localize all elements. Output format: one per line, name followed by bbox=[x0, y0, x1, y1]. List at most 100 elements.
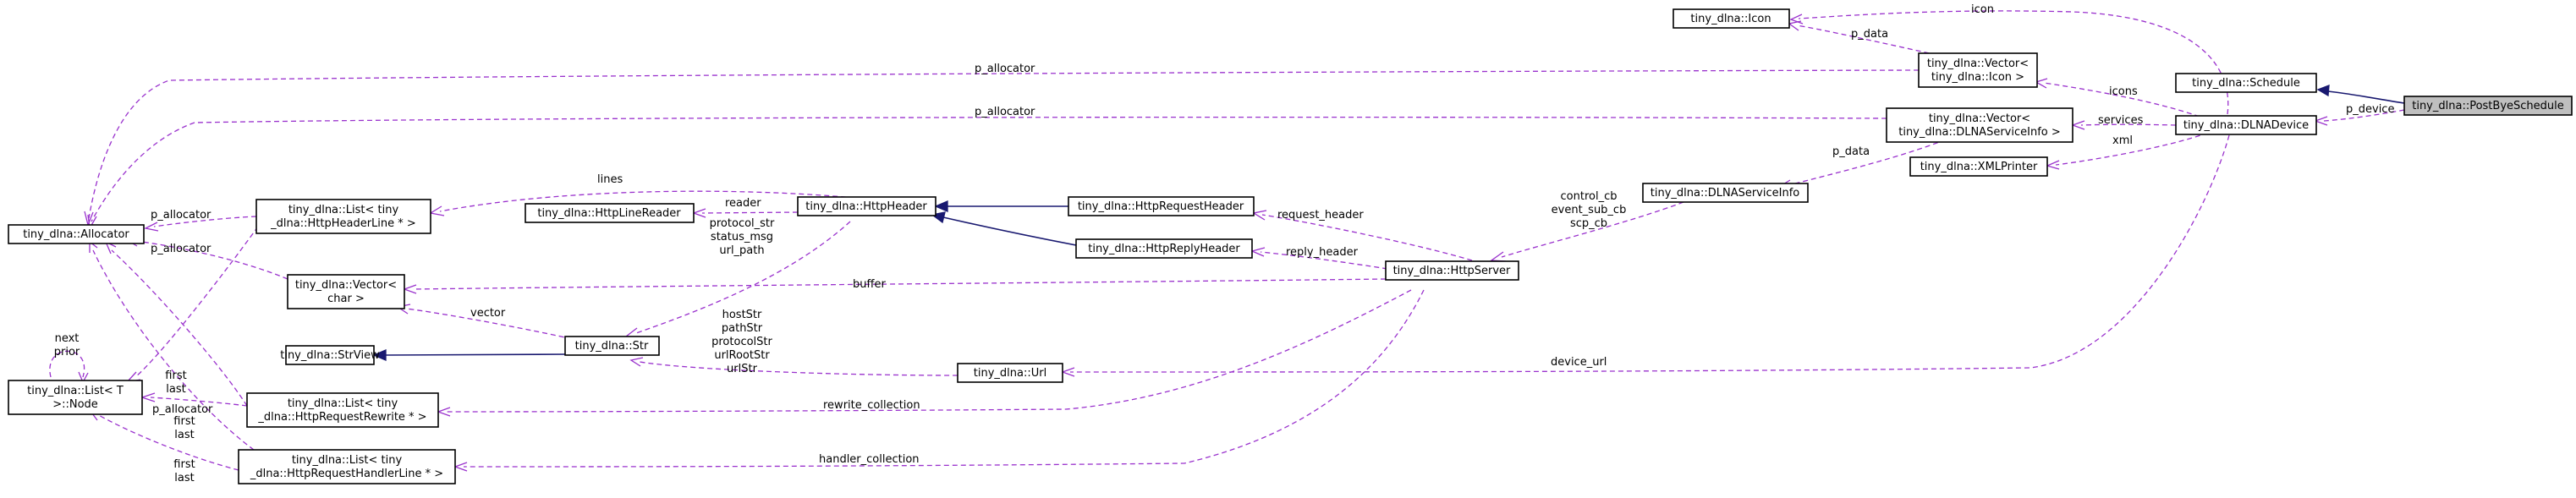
edge-label-rewrite-collection: rewrite_collection bbox=[823, 399, 920, 412]
svg-text:tiny_dlna::Icon >: tiny_dlna::Icon > bbox=[1931, 71, 2024, 84]
svg-text:tiny_dlna::Vector<: tiny_dlna::Vector< bbox=[1927, 57, 2029, 70]
node-dlnadevice[interactable]: tiny_dlna::DLNADevice bbox=[2175, 115, 2317, 135]
edge-label-urlstr: urlStr bbox=[727, 363, 758, 375]
svg-text:tiny_dlna::Vector<: tiny_dlna::Vector< bbox=[295, 279, 397, 292]
edge-label-first-handler: first bbox=[173, 458, 195, 471]
edge-httpserver-list-rewrite: rewrite_collection bbox=[437, 289, 1412, 417]
edge-vectorchar-allocator: p_allocator bbox=[125, 236, 288, 280]
edge-httpserver-list-handler: handler_collection bbox=[453, 289, 1425, 472]
node-httprequestheader[interactable]: tiny_dlna::HttpRequestHeader bbox=[1068, 196, 1255, 216]
node-strview[interactable]: tiny_dlna::StrView bbox=[280, 345, 380, 365]
edge-label-pathstr: pathStr bbox=[722, 322, 763, 335]
node-url[interactable]: tiny_dlna::Url bbox=[957, 363, 1063, 383]
node-httpheader[interactable]: tiny_dlna::HttpHeader bbox=[797, 196, 936, 216]
node-list-rewrite[interactable]: tiny_dlna::List< tiny _dlna::HttpRequest… bbox=[246, 392, 439, 428]
svg-text:tiny_dlna::List< tiny: tiny_dlna::List< tiny bbox=[292, 454, 403, 467]
node-list-node[interactable]: tiny_dlna::List< T >::Node bbox=[8, 380, 143, 415]
edge-list-rewrite-node: first last bbox=[140, 392, 248, 441]
edge-httpserver-replyheader: reply_header bbox=[1250, 246, 1388, 270]
edge-label-p-allocator-char: p_allocator bbox=[151, 243, 211, 255]
svg-text:tiny_dlna::Schedule: tiny_dlna::Schedule bbox=[2192, 77, 2300, 90]
node-vector-icon[interactable]: tiny_dlna::Vector< tiny_dlna::Icon > bbox=[1918, 52, 2038, 88]
edge-label-xml: xml bbox=[2112, 134, 2133, 147]
edge-node-self: next prior bbox=[49, 332, 89, 384]
edge-str-strview bbox=[372, 349, 566, 361]
edge-label-device-url: device_url bbox=[1551, 356, 1607, 369]
edge-label-vector: vector bbox=[470, 307, 506, 320]
svg-text:tiny_dlna::StrView: tiny_dlna::StrView bbox=[280, 349, 380, 362]
edge-list-headerline-node: first last bbox=[125, 226, 259, 396]
node-list-headerline[interactable]: tiny_dlna::List< tiny _dlna::HttpHeaderL… bbox=[255, 199, 431, 234]
edge-label-url-path: url_path bbox=[719, 244, 764, 257]
svg-text:tiny_dlna::List< tiny: tiny_dlna::List< tiny bbox=[288, 397, 398, 410]
edge-label-event-sub-cb: event_sub_cb bbox=[1552, 204, 1627, 216]
svg-text:_dlna::HttpRequestRewrite * >: _dlna::HttpRequestRewrite * > bbox=[257, 411, 426, 424]
edges: p_device icon icons services xml bbox=[49, 3, 2405, 484]
edge-dlnadevice-url: device_url bbox=[1061, 134, 2230, 377]
svg-text:tiny_dlna::Allocator: tiny_dlna::Allocator bbox=[23, 228, 129, 241]
edge-label-p-allocator-headerline: p_allocator bbox=[151, 209, 211, 222]
svg-text:>::Node: >::Node bbox=[52, 398, 98, 411]
node-vector-char[interactable]: tiny_dlna::Vector< char > bbox=[287, 274, 405, 309]
svg-text:tiny_dlna::Icon: tiny_dlna::Icon bbox=[1690, 13, 1771, 25]
edge-label-protocolstr: protocolStr bbox=[711, 336, 772, 348]
edge-vectoricon-allocator: p_allocator bbox=[84, 63, 1920, 227]
edge-list-handler-allocator: p_allocator bbox=[89, 240, 255, 451]
node-postbye-schedule[interactable]: tiny_dlna::PostByeSchedule bbox=[2403, 96, 2573, 116]
edge-label-p-data-service: p_data bbox=[1832, 145, 1870, 158]
edge-label-status-msg: status_msg bbox=[711, 231, 773, 244]
edge-postbye-schedule bbox=[2316, 85, 2405, 104]
edge-label-last-rewrite: last bbox=[174, 429, 194, 441]
edge-label-scp-cb: scp_cb bbox=[1570, 217, 1607, 230]
node-serviceinfo[interactable]: tiny_dlna::DLNAServiceInfo bbox=[1642, 183, 1809, 203]
node-xmlprinter[interactable]: tiny_dlna::XMLPrinter bbox=[1909, 156, 2048, 177]
svg-text:tiny_dlna::Url: tiny_dlna::Url bbox=[974, 367, 1046, 380]
edge-label-p-data-icon: p_data bbox=[1851, 28, 1888, 41]
node-httplinereader[interactable]: tiny_dlna::HttpLineReader bbox=[525, 203, 695, 223]
edge-label-first-headerline: first bbox=[165, 369, 186, 382]
svg-text:tiny_dlna::HttpServer: tiny_dlna::HttpServer bbox=[1393, 265, 1511, 277]
edge-label-p-allocator-service: p_allocator bbox=[975, 106, 1035, 118]
edge-label-hoststr: hostStr bbox=[722, 309, 762, 321]
edge-label-icon: icon bbox=[1971, 3, 1994, 16]
edge-label-next: next bbox=[55, 332, 80, 345]
edge-label-handler-collection: handler_collection bbox=[819, 453, 920, 466]
edge-httpheader-linereader: reader bbox=[692, 197, 799, 218]
edge-label-prior: prior bbox=[54, 346, 80, 358]
nodes: tiny_dlna::PostByeSchedule tiny_dlna::Sc… bbox=[8, 8, 2573, 484]
node-icon[interactable]: tiny_dlna::Icon bbox=[1672, 8, 1790, 29]
edge-label-request-header: request_header bbox=[1277, 209, 1364, 222]
svg-text:tiny_dlna::HttpRequestHeader: tiny_dlna::HttpRequestHeader bbox=[1078, 200, 1244, 213]
edge-httpserver-vectorchar: buffer bbox=[403, 278, 1387, 294]
edge-label-urlrootstr: urlRootStr bbox=[714, 349, 770, 362]
svg-text:tiny_dlna::Vector<: tiny_dlna::Vector< bbox=[1929, 112, 2030, 125]
node-httpserver[interactable]: tiny_dlna::HttpServer bbox=[1385, 260, 1519, 281]
edge-label-last-headerline: last bbox=[166, 383, 185, 396]
svg-text:tiny_dlna::PostByeSchedule: tiny_dlna::PostByeSchedule bbox=[2412, 100, 2564, 112]
svg-text:tiny_dlna::DLNADevice: tiny_dlna::DLNADevice bbox=[2183, 119, 2309, 132]
node-schedule[interactable]: tiny_dlna::Schedule bbox=[2175, 73, 2317, 93]
svg-text:tiny_dlna::List< tiny: tiny_dlna::List< tiny bbox=[288, 204, 399, 216]
edge-label-lines: lines bbox=[597, 173, 623, 186]
edge-label-p-device: p_device bbox=[2346, 103, 2394, 116]
svg-text:char >: char > bbox=[327, 293, 365, 305]
svg-text:_dlna::HttpHeaderLine * >: _dlna::HttpHeaderLine * > bbox=[270, 217, 416, 230]
edge-label-control-cb: control_cb bbox=[1561, 190, 1618, 203]
node-list-handler[interactable]: tiny_dlna::List< tiny _dlna::HttpRequest… bbox=[238, 449, 456, 484]
edge-requestheader-httpheader bbox=[934, 200, 1068, 212]
node-vector-serviceinfo[interactable]: tiny_dlna::Vector< tiny_dlna::DLNAServic… bbox=[1886, 107, 2073, 143]
edge-label-protocol-str: protocol_str bbox=[710, 217, 775, 230]
edge-url-str: hostStr pathStr protocolStr urlRootStr u… bbox=[629, 309, 958, 376]
edge-serviceinfo-httpserver: control_cb event_sub_cb scp_cb bbox=[1490, 190, 1684, 262]
edge-label-icons: icons bbox=[2109, 85, 2138, 98]
edge-label-first-rewrite: first bbox=[173, 415, 195, 428]
node-allocator[interactable]: tiny_dlna::Allocator bbox=[8, 224, 145, 244]
node-httpreplyheader[interactable]: tiny_dlna::HttpReplyHeader bbox=[1075, 238, 1253, 259]
node-str[interactable]: tiny_dlna::Str bbox=[564, 336, 660, 356]
edge-replyheader-httpheader bbox=[931, 211, 1077, 246]
svg-text:_dlna::HttpRequestHandlerLine: _dlna::HttpRequestHandlerLine * > bbox=[250, 468, 443, 480]
edge-httpheader-list-headerline: lines bbox=[429, 173, 872, 216]
svg-text:tiny_dlna::HttpReplyHeader: tiny_dlna::HttpReplyHeader bbox=[1088, 243, 1240, 255]
svg-text:tiny_dlna::List< T: tiny_dlna::List< T bbox=[27, 385, 124, 397]
